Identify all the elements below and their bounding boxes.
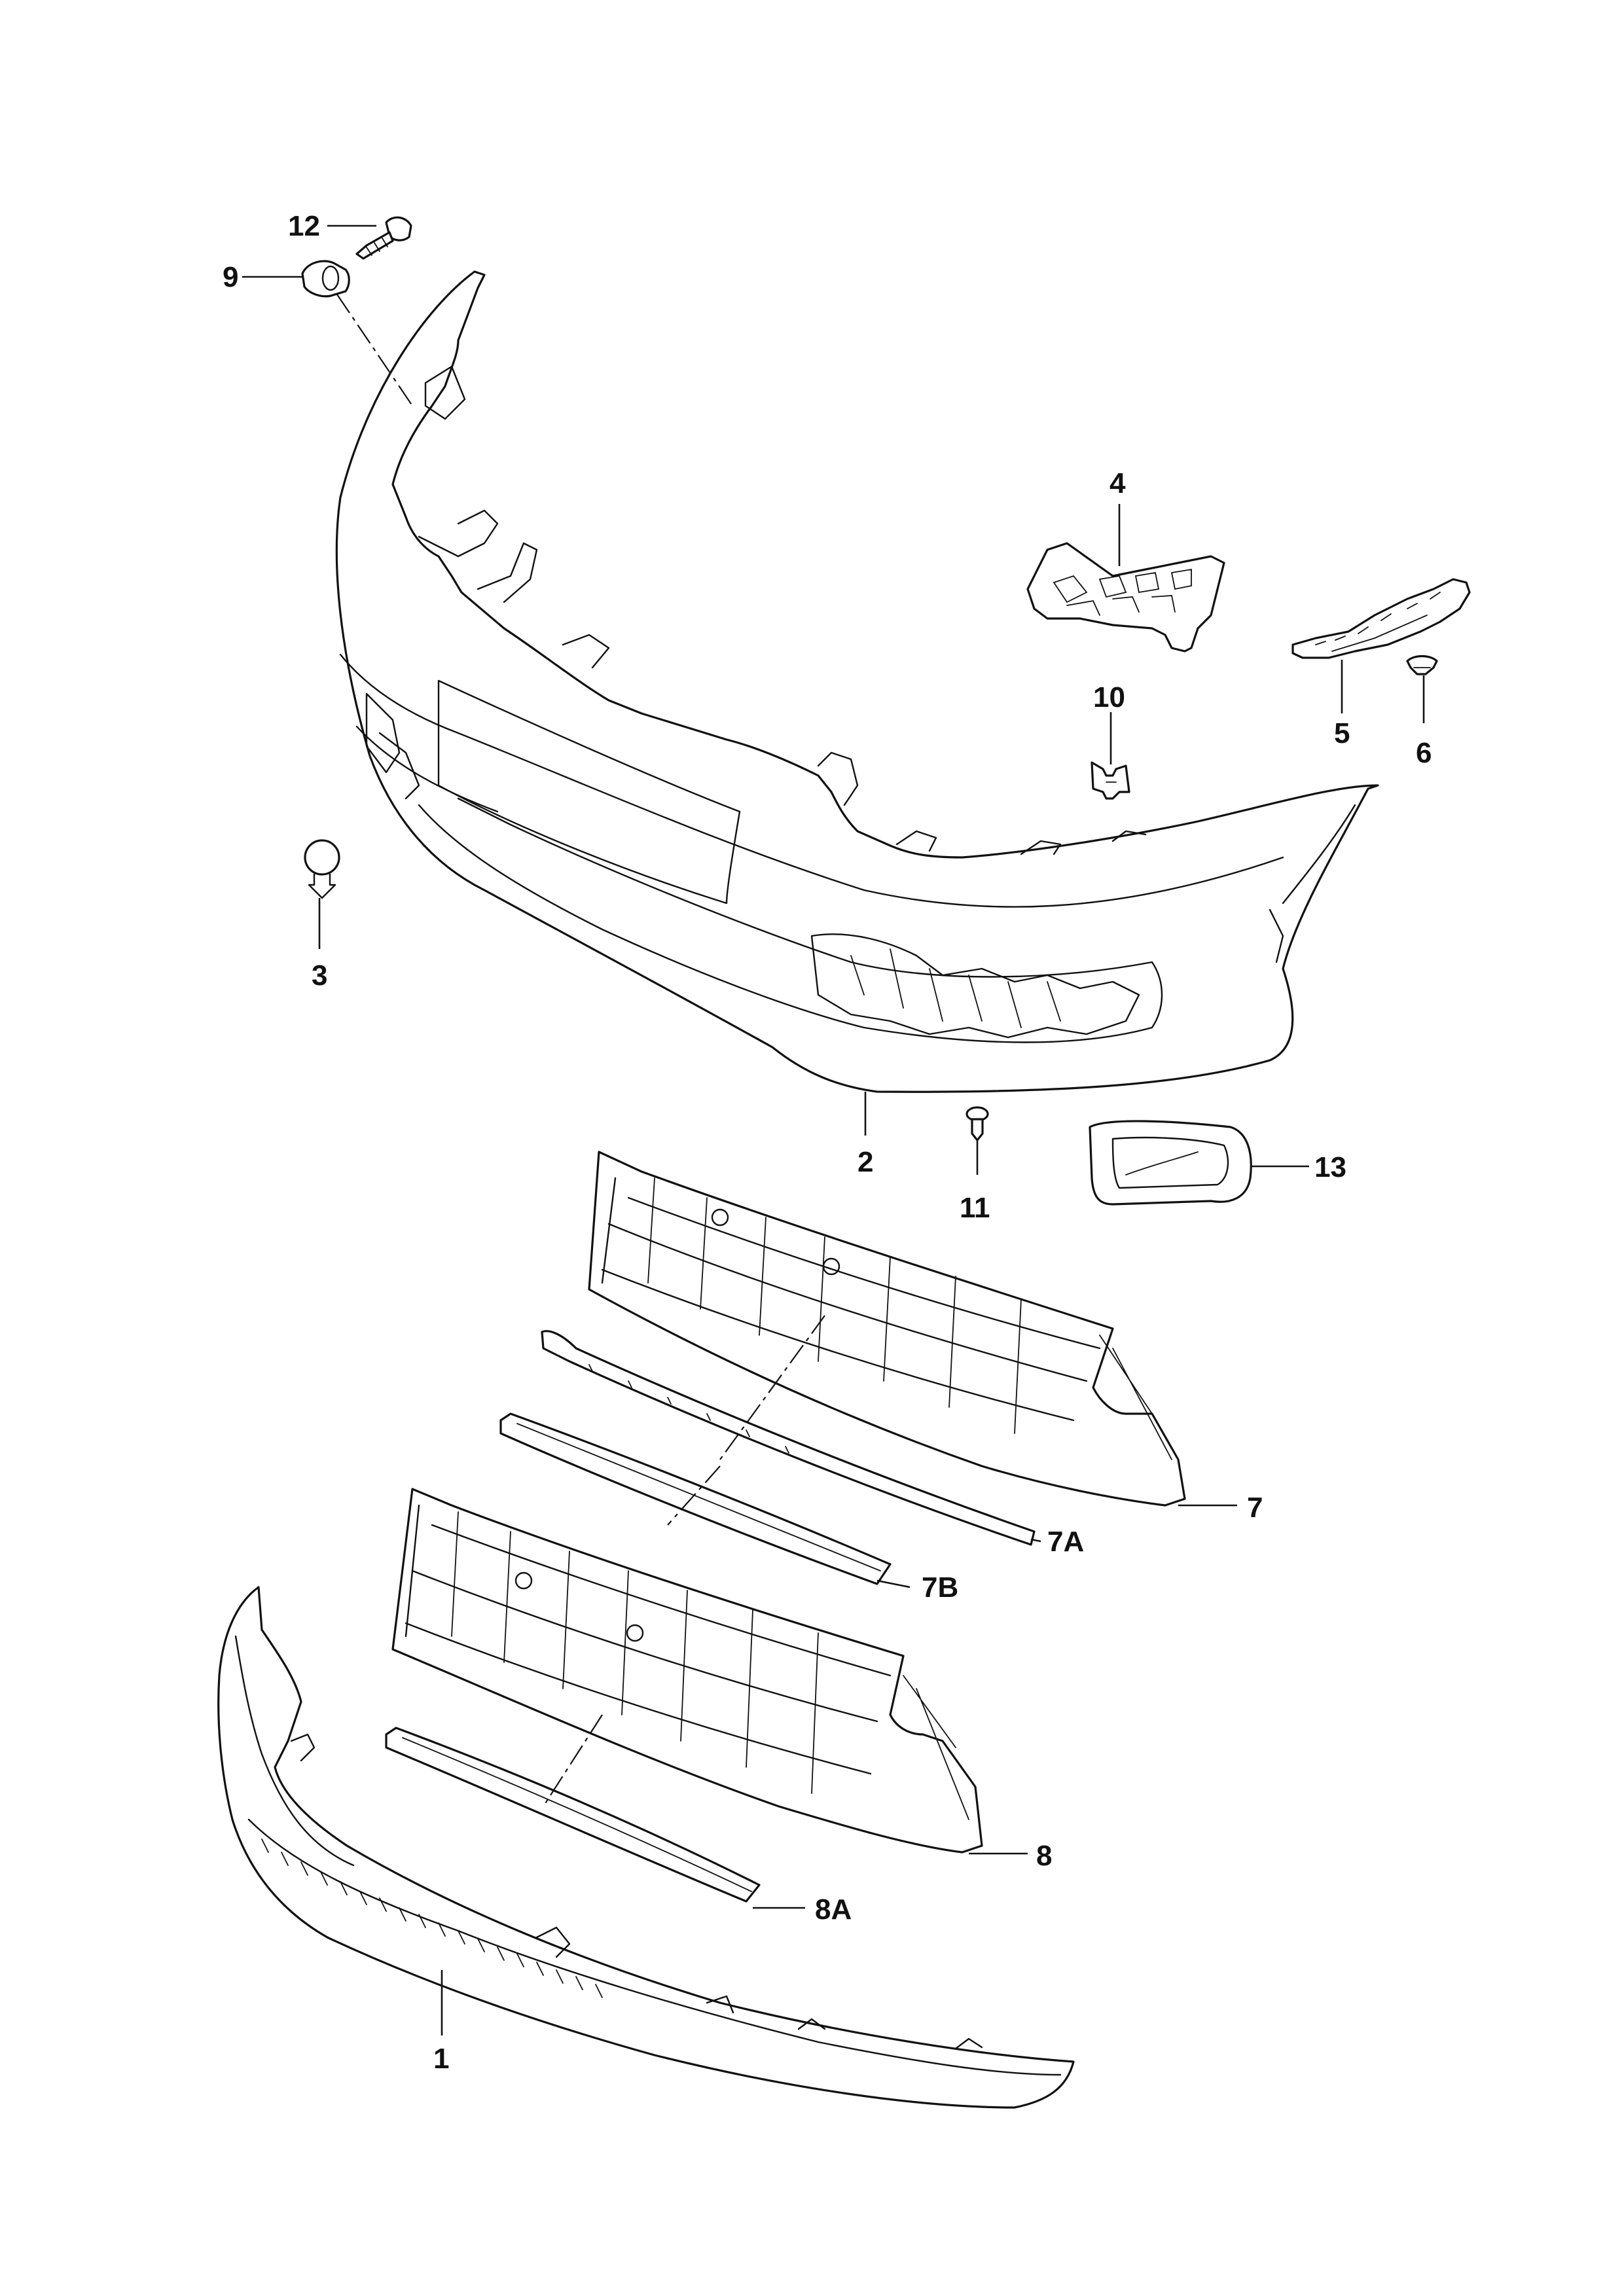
lower-grille — [391, 1488, 983, 1854]
callout-5: 5 — [1334, 717, 1350, 749]
clip-part-6 — [1406, 655, 1438, 675]
grille-trim-strip — [541, 1330, 1036, 1546]
leader-lines — [242, 224, 1425, 2036]
lower-spoiler — [217, 1586, 1075, 2109]
mounting-bracket-left — [1026, 542, 1225, 653]
callout-7b: 7B — [922, 1571, 958, 1604]
callout-9: 9 — [223, 261, 238, 293]
clip-part-10 — [1091, 761, 1130, 800]
callout-12: 12 — [288, 210, 320, 242]
plug — [304, 839, 340, 899]
grille-strip — [499, 1412, 892, 1585]
callout-7a: 7A — [1047, 1526, 1084, 1558]
callout-13: 13 — [1314, 1151, 1346, 1183]
rivet-nut — [301, 260, 350, 298]
callout-2: 2 — [857, 1146, 873, 1178]
screw — [355, 216, 412, 260]
callout-8a: 8A — [815, 1893, 852, 1926]
callout-10: 10 — [1093, 681, 1125, 713]
callout-6: 6 — [1416, 737, 1432, 769]
bumper-cover — [335, 270, 1379, 1093]
push-clip — [965, 1106, 989, 1141]
lower-grille-strip — [385, 1727, 761, 1903]
callout-4: 4 — [1110, 467, 1126, 499]
callout-labels: 12 9 4 10 5 6 3 2 11 13 7 7A 7B 8 8A 1 — [223, 210, 1432, 2075]
callout-1: 1 — [433, 2043, 449, 2075]
callout-7: 7 — [1247, 1492, 1263, 1524]
cover-cap — [1089, 1120, 1252, 1206]
mounting-bracket-right — [1291, 578, 1471, 659]
callout-8: 8 — [1036, 1840, 1052, 1872]
callout-3: 3 — [312, 960, 327, 992]
upper-grille — [588, 1151, 1186, 1507]
callout-11: 11 — [960, 1192, 990, 1224]
